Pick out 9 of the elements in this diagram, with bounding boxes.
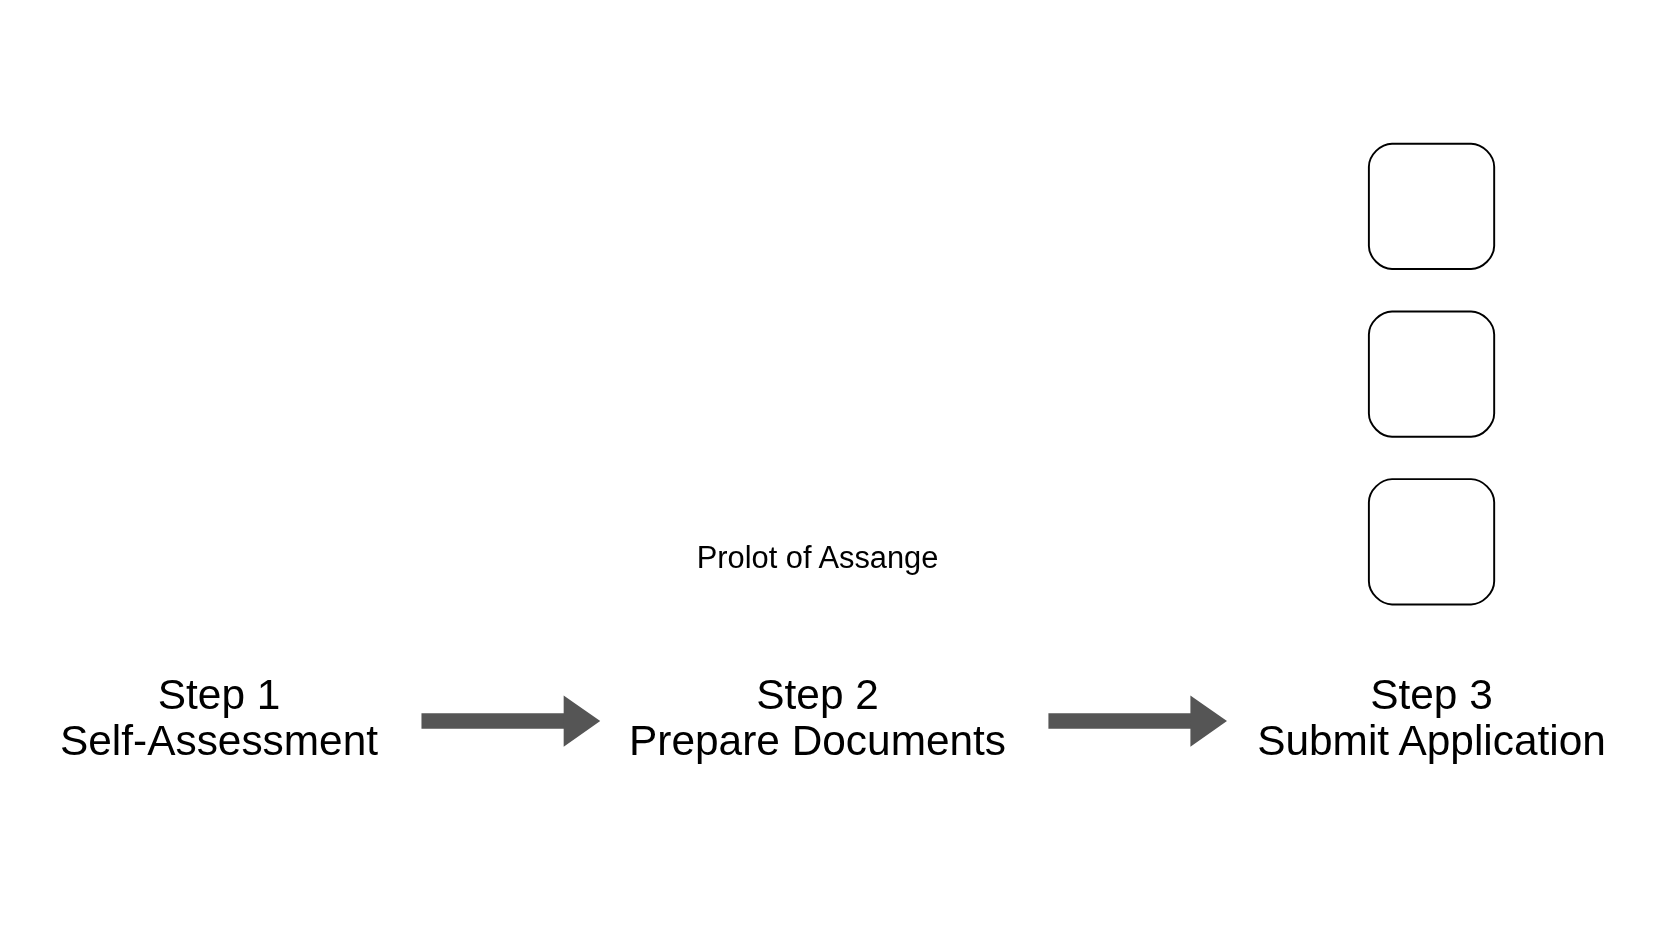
node-text: Step 3 Submit Application <box>1257 670 1606 764</box>
node-box <box>1367 142 1496 270</box>
label: Prolot of Assange <box>696 539 939 575</box>
node-box <box>1367 477 1496 605</box>
node-text: Step 1 Self-Assessment <box>60 670 379 764</box>
node-text: Step 2 Prepare Documents <box>629 670 1007 764</box>
node-box <box>1367 309 1496 438</box>
arrow <box>1048 694 1227 747</box>
arrow <box>421 694 601 747</box>
